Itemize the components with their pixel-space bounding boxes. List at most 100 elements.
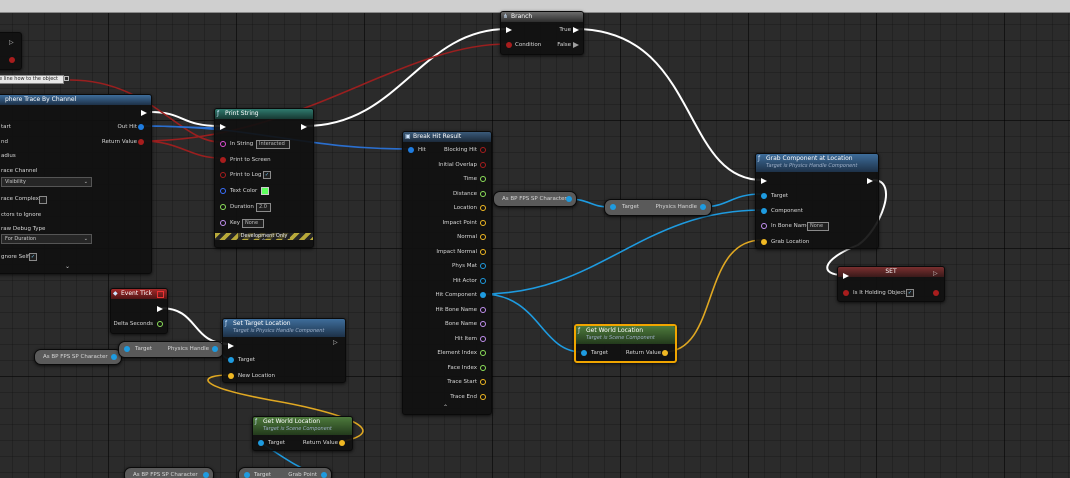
channel-dropdown[interactable]: Visibility ⌄ bbox=[1, 177, 92, 187]
name-pin-icon[interactable] bbox=[480, 335, 486, 342]
object-pin-icon[interactable] bbox=[761, 208, 767, 214]
exec-out-pin-icon[interactable]: ▷ bbox=[933, 270, 938, 277]
exec-out-pin-icon[interactable] bbox=[141, 110, 147, 116]
object-pin-icon[interactable] bbox=[111, 354, 117, 360]
name-pin-icon[interactable] bbox=[480, 321, 486, 327]
text-color-swatch[interactable] bbox=[261, 187, 269, 195]
vector-pin-icon[interactable] bbox=[228, 373, 234, 379]
as-character-node-mid[interactable]: As BP FPS SP Character bbox=[493, 191, 577, 207]
key-value-field[interactable]: None bbox=[242, 219, 264, 228]
exec-out-pin-icon[interactable] bbox=[573, 27, 579, 33]
name-pin-icon[interactable] bbox=[480, 306, 486, 313]
exec-in-pin-icon[interactable] bbox=[843, 273, 849, 279]
event-tick-node[interactable]: ◆ Event Tick Delta Seconds bbox=[110, 288, 168, 334]
physics-handle-getter-mid[interactable]: Target Physics Handle bbox=[604, 199, 712, 216]
complex-checkbox[interactable]: ✓ bbox=[39, 196, 47, 204]
physics-handle-getter-left[interactable]: Target Physics Handle bbox=[118, 341, 224, 358]
expand-icon[interactable]: ⌄ bbox=[65, 263, 71, 270]
bool-pin-icon[interactable] bbox=[506, 42, 512, 48]
object-pin-icon[interactable] bbox=[212, 346, 218, 352]
object-pin-icon[interactable] bbox=[258, 440, 264, 446]
object-pin-icon[interactable] bbox=[203, 472, 209, 478]
object-pin-icon[interactable] bbox=[244, 472, 250, 478]
bool-pin-icon[interactable] bbox=[480, 161, 486, 168]
bool-pin-icon[interactable] bbox=[843, 290, 849, 296]
exec-in-pin-icon[interactable] bbox=[228, 343, 234, 349]
object-pin-icon[interactable] bbox=[480, 263, 486, 269]
instring-value-field[interactable]: Interacted bbox=[256, 140, 290, 149]
string-pin-icon[interactable] bbox=[220, 141, 226, 147]
branch-node[interactable]: ⋔ Branch True Condition False bbox=[500, 11, 584, 55]
object-pin-icon[interactable] bbox=[321, 472, 327, 478]
self-checkbox[interactable]: ✓ bbox=[29, 253, 37, 261]
vector-pin-icon[interactable] bbox=[761, 239, 767, 245]
object-pin-icon[interactable] bbox=[480, 292, 486, 298]
object-pin-icon[interactable] bbox=[124, 346, 130, 352]
exec-in-pin-icon[interactable] bbox=[220, 124, 226, 130]
partial-node-top[interactable]: ▷ bbox=[0, 32, 22, 70]
set-variable-node[interactable]: SET ▷ Is It Holding Object ✓ bbox=[837, 266, 945, 302]
node-subtitle: Target is Physics Handle Component bbox=[766, 163, 858, 169]
vector-pin-icon[interactable] bbox=[480, 393, 486, 400]
duration-value-field[interactable]: 2.0 bbox=[256, 203, 271, 212]
as-character-node-left[interactable]: As BP FPS SP Character bbox=[34, 349, 122, 365]
vector-pin-icon[interactable] bbox=[480, 379, 486, 385]
bool-pin-icon[interactable] bbox=[138, 139, 144, 145]
float-pin-icon[interactable] bbox=[480, 350, 486, 356]
bone-value-field[interactable]: None bbox=[807, 222, 829, 231]
exec-in-pin-icon[interactable] bbox=[761, 178, 767, 184]
sphere-trace-node[interactable]: ƒ phere Trace By Channel tart nd adius r… bbox=[0, 94, 152, 274]
object-pin-icon[interactable] bbox=[761, 193, 767, 199]
bool-pin-icon[interactable] bbox=[220, 172, 226, 178]
vector-pin-icon[interactable] bbox=[480, 205, 486, 211]
tolog-checkbox[interactable]: ✓ bbox=[263, 171, 271, 179]
struct-pin-icon[interactable] bbox=[138, 124, 144, 130]
grab-component-node[interactable]: ƒ Grab Component at Location Target is P… bbox=[755, 153, 879, 249]
print-string-node[interactable]: ƒ Print String In String Interacted Prin… bbox=[214, 108, 314, 248]
expand-icon[interactable]: ⌃ bbox=[443, 404, 449, 411]
float-pin-icon[interactable] bbox=[480, 364, 486, 371]
debug-dropdown[interactable]: For Duration ⌄ bbox=[1, 234, 92, 244]
float-pin-icon[interactable] bbox=[220, 204, 226, 210]
exec-out-pin-icon[interactable] bbox=[573, 42, 579, 48]
linear-color-pin-icon[interactable] bbox=[220, 188, 226, 194]
exec-out-icon: ▷ bbox=[9, 39, 14, 46]
expand-icon[interactable]: ⌃ bbox=[261, 238, 267, 245]
exec-out-pin-icon[interactable] bbox=[867, 178, 873, 184]
vector-pin-icon[interactable] bbox=[480, 248, 486, 255]
object-pin-icon[interactable] bbox=[228, 357, 234, 363]
bool-pin-icon[interactable] bbox=[480, 147, 486, 153]
exec-out-pin-icon[interactable]: ▷ bbox=[333, 339, 338, 346]
as-character-node-bottom[interactable]: As BP FPS SP Character bbox=[124, 467, 214, 478]
break-pin-label: Bone Name bbox=[445, 321, 477, 327]
name-pin-icon[interactable] bbox=[761, 223, 767, 229]
object-pin-icon[interactable] bbox=[700, 204, 706, 210]
vector-pin-icon[interactable] bbox=[339, 440, 345, 446]
object-pin-icon[interactable] bbox=[610, 204, 616, 210]
object-pin-icon[interactable] bbox=[566, 196, 572, 202]
float-pin-icon[interactable] bbox=[480, 176, 486, 182]
bool-pin-icon[interactable] bbox=[933, 290, 939, 296]
exec-out-pin-icon[interactable] bbox=[301, 124, 307, 130]
float-pin-icon[interactable] bbox=[480, 190, 486, 197]
bool-pin-icon[interactable] bbox=[9, 57, 15, 63]
get-world-location-node-low[interactable]: ƒ Get World Location Target is Scene Com… bbox=[252, 416, 353, 451]
bool-pin-icon[interactable] bbox=[220, 157, 226, 163]
grab-point-getter-bottom[interactable]: Target Grab Point bbox=[238, 467, 332, 478]
holding-checkbox[interactable]: ✓ bbox=[906, 289, 914, 297]
name-pin-icon[interactable] bbox=[220, 220, 226, 226]
struct-pin-icon[interactable] bbox=[408, 147, 414, 153]
object-pin-icon[interactable] bbox=[581, 350, 587, 356]
delegate-pin-icon[interactable] bbox=[157, 291, 164, 298]
vector-pin-icon[interactable] bbox=[480, 219, 486, 226]
exec-in-pin-icon[interactable] bbox=[506, 27, 512, 33]
vector-pin-icon[interactable] bbox=[662, 350, 668, 356]
exec-out-pin-icon[interactable] bbox=[157, 306, 163, 312]
get-world-location-node-mid[interactable]: ƒ Get World Location Target is Scene Com… bbox=[574, 324, 677, 363]
object-pin-icon[interactable] bbox=[480, 277, 486, 284]
float-pin-icon[interactable] bbox=[157, 321, 163, 327]
vector-pin-icon[interactable] bbox=[480, 234, 486, 240]
set-target-location-node[interactable]: ƒ Set Target Location Target is Physics … bbox=[222, 318, 346, 383]
